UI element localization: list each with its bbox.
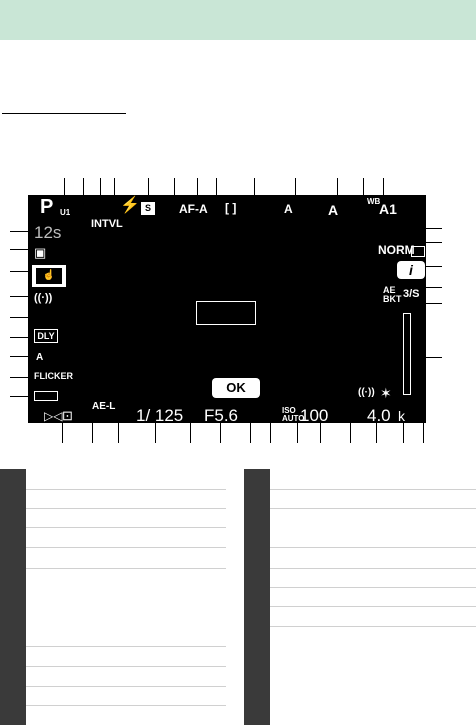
heading-underline xyxy=(2,113,126,114)
af-mode: AF-A xyxy=(179,202,208,216)
battery-icon xyxy=(34,391,58,401)
af-frame xyxy=(196,301,256,325)
shooting-menu-icon: ▷◁ xyxy=(44,409,63,423)
iso-value: 100 xyxy=(300,406,329,425)
header-band xyxy=(0,0,476,40)
aperture: F5.6 xyxy=(204,406,239,425)
exposure-delay: DLY xyxy=(34,329,58,343)
wifi-icon: ((·)) xyxy=(358,387,375,398)
vibration-icon: ((·)) xyxy=(34,292,53,304)
info-button[interactable]: i xyxy=(397,261,425,279)
exposure-meter xyxy=(403,313,411,395)
camera-monitor: P U1 ⚡ INTVL S AF-A [ ] A A WB A1 12s ▣ … xyxy=(28,195,426,425)
user-setting: U1 xyxy=(60,208,71,217)
exposure-mode: P xyxy=(40,196,54,218)
image-size-icon xyxy=(411,246,425,257)
camera-icon: ▣ xyxy=(34,245,47,260)
scene-icon: A xyxy=(284,202,293,216)
af-area-icon: [ ] xyxy=(225,201,237,215)
exposures-remaining: 4.0 xyxy=(367,406,391,425)
release-mode-badge: S xyxy=(141,202,155,215)
white-balance-value: A1 xyxy=(379,201,397,217)
picture-control-icon: A xyxy=(328,202,339,218)
touch-shutter-button[interactable]: ☝ xyxy=(32,265,66,287)
shutter-speed: 1/ 125 xyxy=(136,406,184,425)
self-timer: 12s xyxy=(34,223,62,242)
wb-label: WB xyxy=(367,197,381,206)
interval-indicator: INTVL xyxy=(91,218,123,230)
exposures-suffix: k xyxy=(398,408,405,424)
iso-auto-label: ISO AUTO xyxy=(282,406,305,423)
touch-icon: ☝ xyxy=(36,268,62,284)
auto-iso-icon: A xyxy=(36,352,44,363)
flicker-indicator: FLICKER xyxy=(34,371,73,381)
ae-lock: AE-L xyxy=(92,401,116,412)
ok-button[interactable]: OK xyxy=(212,378,260,398)
bracketing-value: 3/S xyxy=(403,288,420,300)
flash-off-icon: ⚡ xyxy=(120,197,140,214)
bluetooth-icon: ✶ xyxy=(380,385,392,401)
metering-icon: ⊡ xyxy=(62,408,73,423)
image-quality: NORM xyxy=(378,243,415,257)
ae-bracketing: AE BKT xyxy=(383,285,402,304)
